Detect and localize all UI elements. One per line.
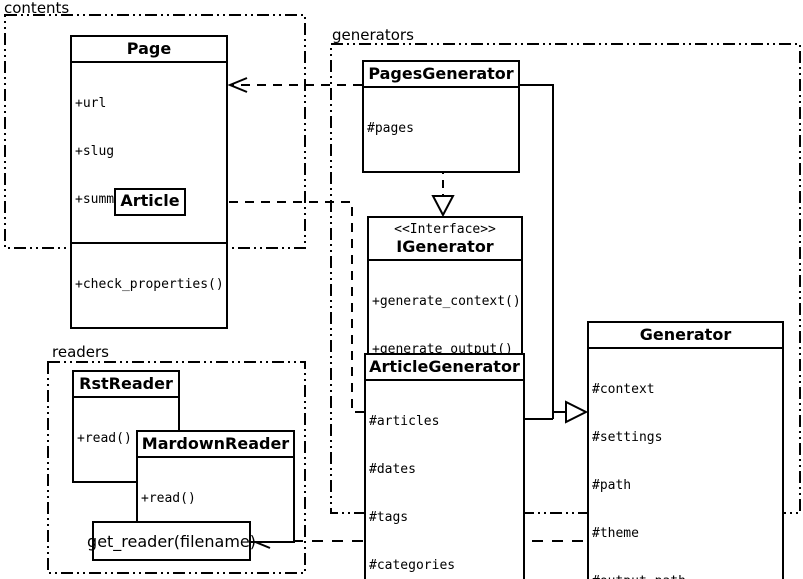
method-line: +generate_context() <box>372 294 521 309</box>
method-line: +read() <box>141 491 196 506</box>
class-title: ArticleGenerator <box>369 357 520 376</box>
attribute-line: #dates <box>369 462 416 477</box>
class-box-pagesgenerator: PagesGenerator #pages <box>362 60 520 173</box>
attributes-compartment: #articles #dates #tags #categories <box>366 379 523 579</box>
class-stereotype: <<Interface>> <box>394 222 496 237</box>
class-title: Article <box>120 191 180 210</box>
method-line: +read() <box>77 431 132 446</box>
attribute-line: #output_path <box>592 574 779 579</box>
class-title: RstReader <box>79 374 173 393</box>
package-readers-border <box>47 361 306 574</box>
class-box-generator: Generator #context #settings #path #them… <box>587 321 784 579</box>
attribute-line: #pages <box>367 121 414 136</box>
package-label-generators: generators <box>332 26 414 44</box>
attribute-line: #settings <box>592 430 663 445</box>
attribute-line: #theme <box>592 526 639 541</box>
attribute-line: +slug <box>75 144 115 159</box>
class-title: PagesGenerator <box>368 64 514 83</box>
class-box-page: Page +url +slug +summary +check_properti… <box>70 35 228 329</box>
package-generators-border <box>330 43 801 514</box>
function-label: get_reader(filename) <box>87 531 256 551</box>
class-box-articlegenerator: ArticleGenerator #articles #dates #tags … <box>364 353 525 579</box>
methods-compartment: +read() <box>138 456 293 541</box>
edge-generators-extend-generator <box>520 84 589 424</box>
function-box-get-reader: get_reader(filename) <box>87 521 256 561</box>
package-label-contents: contents <box>4 0 70 17</box>
attribute-line: #articles <box>369 414 440 429</box>
attribute-line: +url <box>75 96 107 111</box>
class-title: Page <box>126 39 172 58</box>
class-title: Generator <box>639 325 732 344</box>
attributes-compartment: #context #settings #path #theme #output_… <box>589 347 782 579</box>
methods-compartment: +check_properties() <box>72 242 226 327</box>
class-title: MardownReader <box>141 434 290 453</box>
class-box-article: Article <box>114 188 186 216</box>
package-label-readers: readers <box>52 343 109 361</box>
method-line: +check_properties() <box>75 277 224 292</box>
class-title: IGenerator <box>396 237 494 256</box>
attribute-line: #path <box>592 478 632 493</box>
attributes-compartment: #pages <box>364 86 518 171</box>
attribute-line: #categories <box>369 558 456 573</box>
methods-compartment: +read() <box>74 396 178 481</box>
edge-pagesgenerator-depends-page <box>227 77 362 93</box>
attribute-line: #context <box>592 382 655 397</box>
attribute-line: #tags <box>369 510 409 525</box>
